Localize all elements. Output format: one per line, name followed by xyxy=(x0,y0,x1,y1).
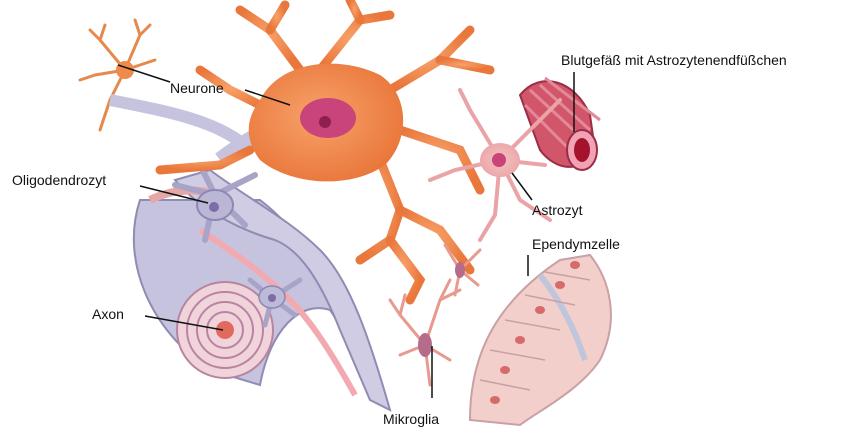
label-axon: Axon xyxy=(92,306,124,322)
label-ependymzelle: Ependymzelle xyxy=(532,236,620,252)
label-neurone: Neurone xyxy=(170,80,224,96)
blood-vessel xyxy=(520,78,600,170)
small-neuron xyxy=(80,20,155,130)
label-blutgefaess: Blutgefäß mit Astrozytenendfüßchen xyxy=(561,52,787,68)
label-mikroglia: Mikroglia xyxy=(383,411,439,427)
label-astrozyt: Astrozyt xyxy=(532,202,583,218)
microglia xyxy=(390,280,460,385)
ependymal-layer xyxy=(470,255,611,425)
label-oligodendrozyt: Oligodendrozyt xyxy=(12,172,106,188)
